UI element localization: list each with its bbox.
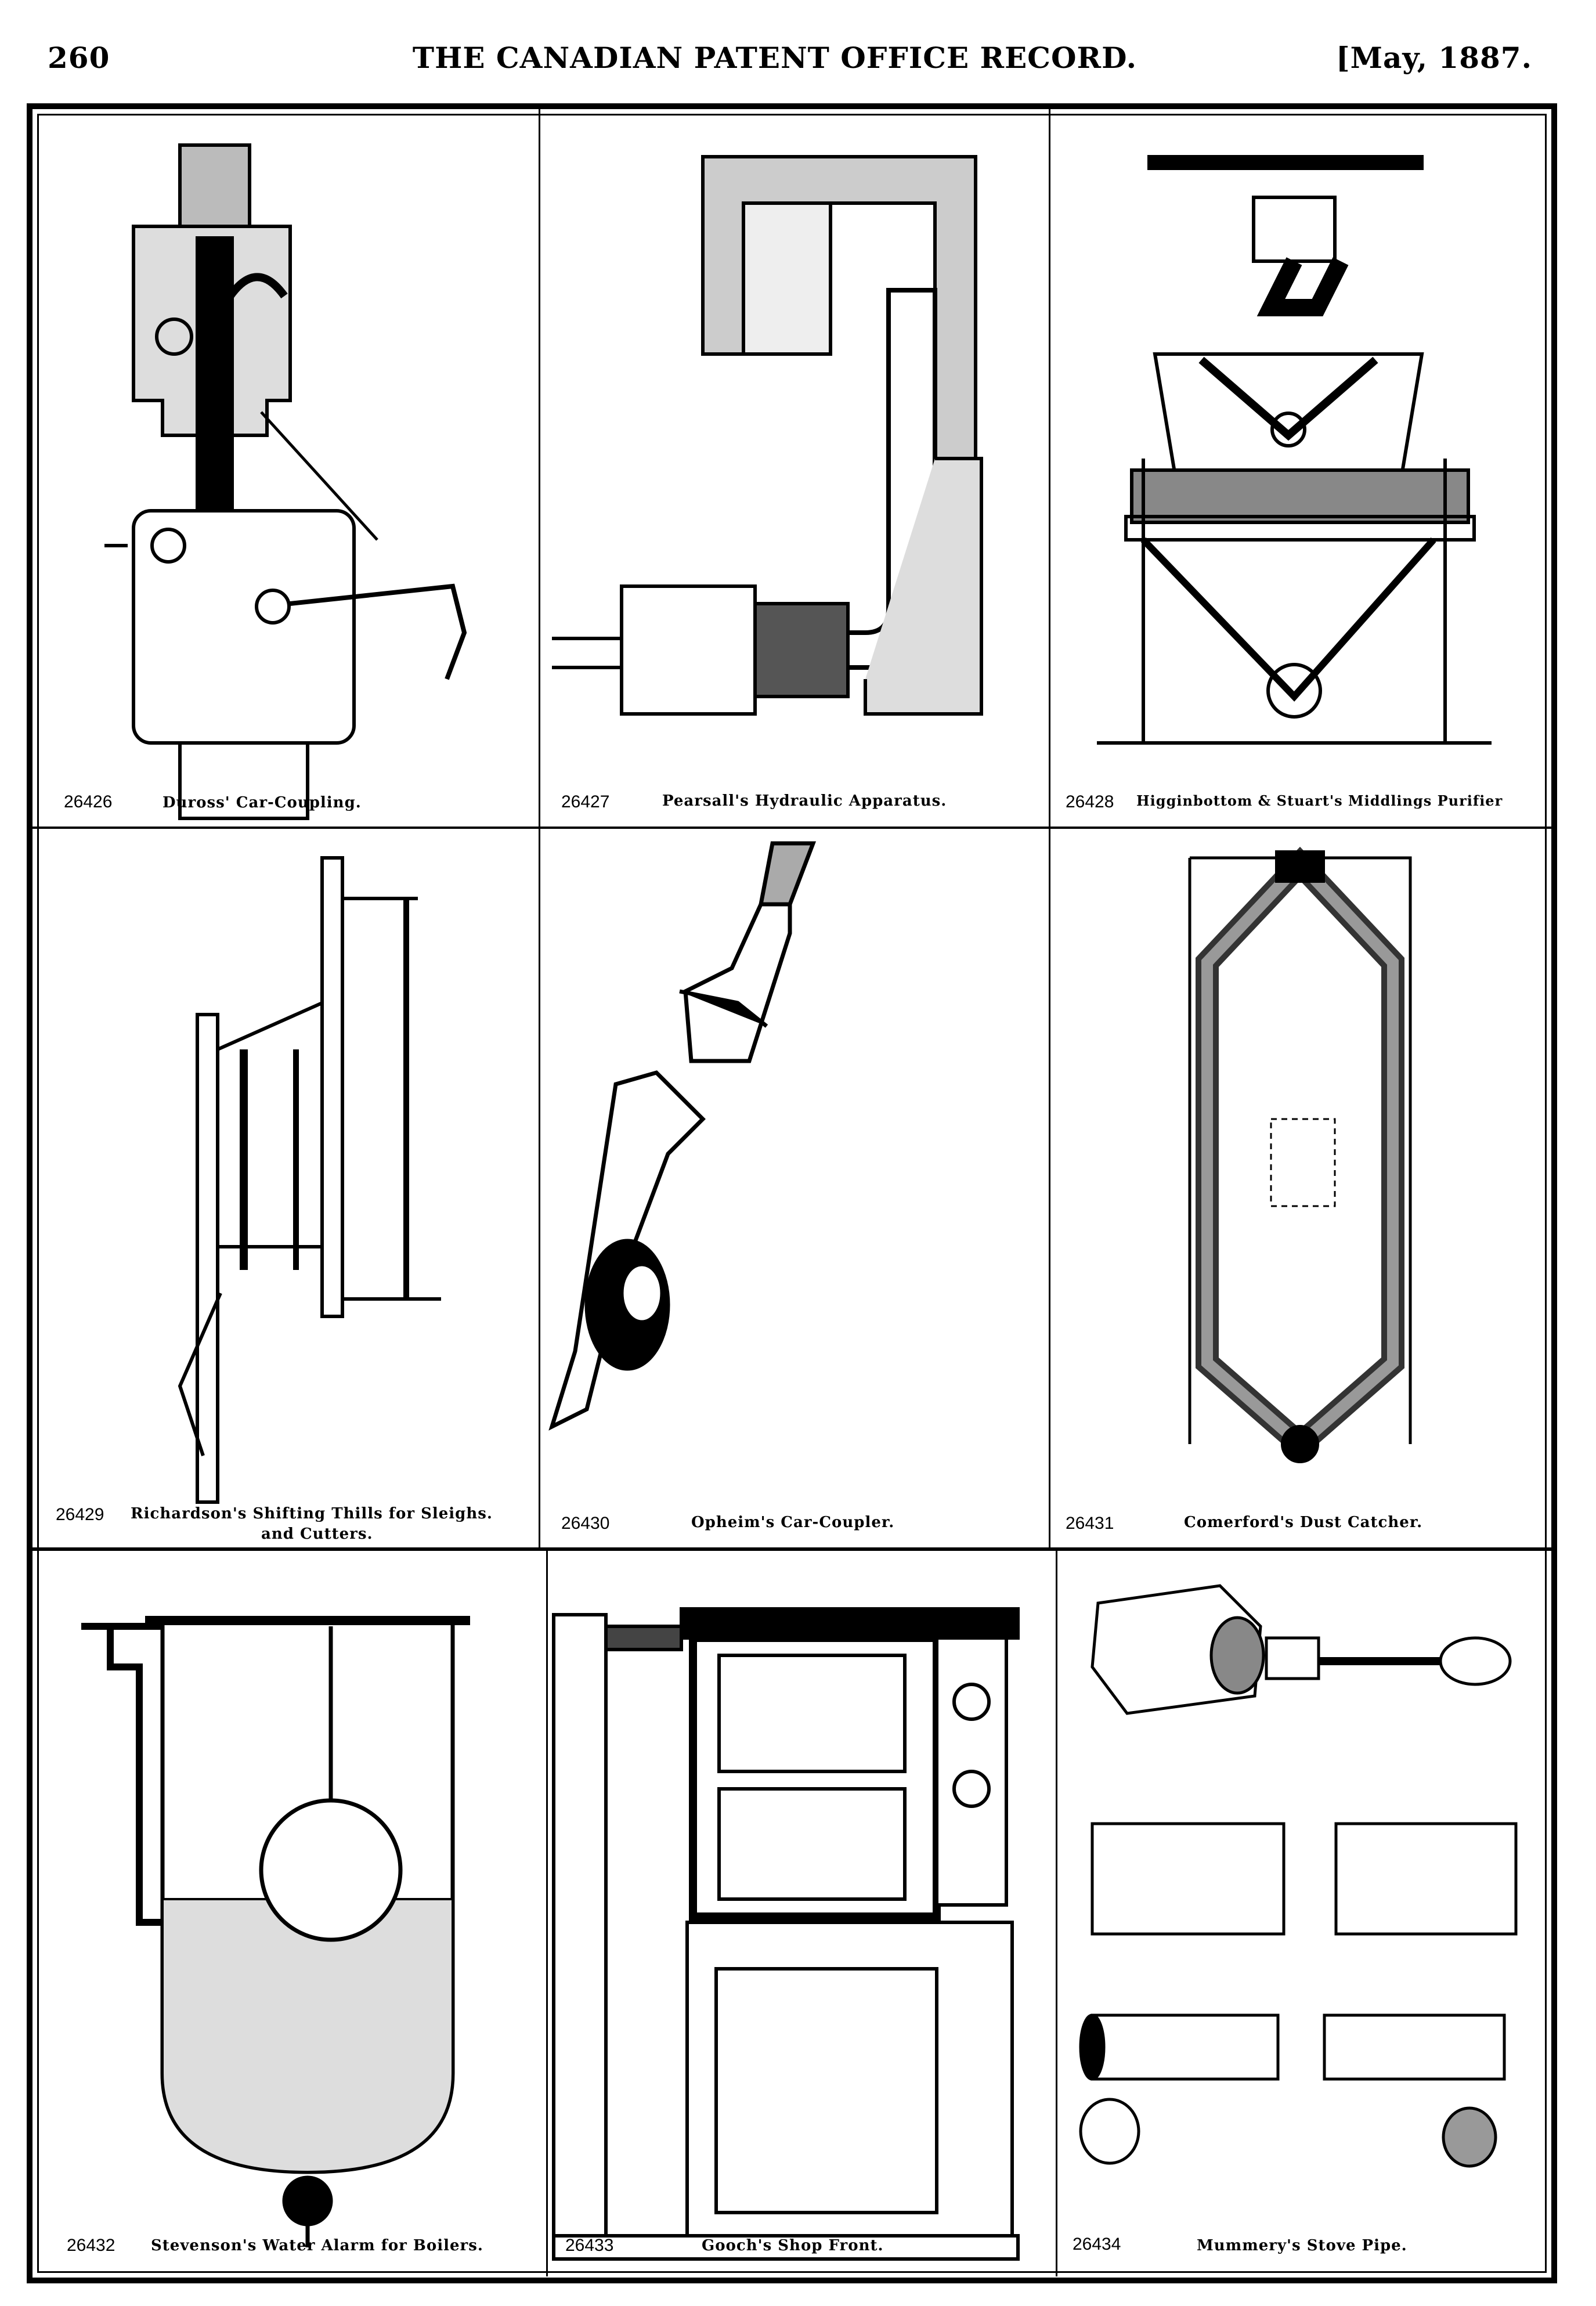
stove-pipe-drawing [1079,1584,1518,2168]
patent-number: 26433 [565,2236,614,2255]
patent-caption-line2: and Cutters. [261,1525,373,1543]
patent-caption: Higginbottom & Stuart's Middlings Purifi… [1136,792,1503,809]
plate-inner-border [37,114,1547,2273]
patent-caption: Opheim's Car-Coupler. [691,1514,895,1531]
patent-number: 26431 [1066,1514,1114,1533]
patent-caption: Mummery's Stove Pipe. [1197,2237,1407,2254]
patent-figure-26431: 26431 Comerford's Dust Catcher. [1050,829,1551,1547]
row-divider [33,1547,1551,1551]
patent-number: 26427 [561,792,610,811]
car-coupler-drawing [548,841,817,1431]
shop-front-drawing [552,1607,1020,2261]
patent-number: 26430 [561,1514,610,1533]
patent-number: 26428 [1066,792,1114,811]
column-divider [1056,1550,1057,2276]
issue-date: [May, 1887. [1335,41,1532,75]
water-alarm-drawing [81,1616,470,2247]
patent-figure-26433: 26433 Gooch's Shop Front. [548,1551,1056,2276]
patent-figure-26426: 26426 Duross' Car-Coupling. [35,110,539,827]
row-divider [33,827,1551,829]
patent-number: 26432 [67,2236,115,2255]
patent-caption: Gooch's Shop Front. [702,2237,884,2254]
journal-title: THE CANADIAN PATENT OFFICE RECORD. [412,41,1138,75]
middlings-purifier-drawing [1097,155,1492,745]
patent-caption: Comerford's Dust Catcher. [1184,1514,1423,1531]
car-coupling-drawing [104,143,467,820]
hydraulic-apparatus-drawing [552,155,983,716]
patent-figure-26427: 26427 Pearsall's Hydraulic Apparatus. [540,110,1049,827]
patent-number: 26426 [64,792,113,811]
patent-number: 26434 [1073,2235,1121,2254]
patent-figure-26434: 26434 Mummery's Stove Pipe. [1057,1551,1551,2276]
column-divider [546,1550,548,2276]
patent-figure-26432: 26432 Stevenson's Water Alarm for Boiler… [35,1551,546,2276]
patent-caption: Richardson's Shifting Thills for Sleighs… [131,1505,493,1522]
patent-caption: Stevenson's Water Alarm for Boilers. [151,2237,483,2254]
patent-figure-26428: 26428 Higginbottom & Stuart's Middlings … [1050,110,1551,827]
patent-figure-26430: 26430 Opheim's Car-Coupler. [540,829,1049,1547]
patent-caption: Duross' Car-Coupling. [163,794,362,811]
patent-figure-26429: 26429 Richardson's Shifting Thills for S… [35,829,539,1547]
column-divider [1049,109,1050,1549]
column-divider [539,109,540,1549]
plate-frame [27,103,1557,2283]
patent-caption: Pearsall's Hydraulic Apparatus. [662,792,947,810]
page-number: 260 [48,41,110,75]
patent-number: 26429 [56,1505,104,1524]
dust-catcher-drawing [1188,846,1412,1463]
shifting-thills-drawing [178,856,441,1504]
